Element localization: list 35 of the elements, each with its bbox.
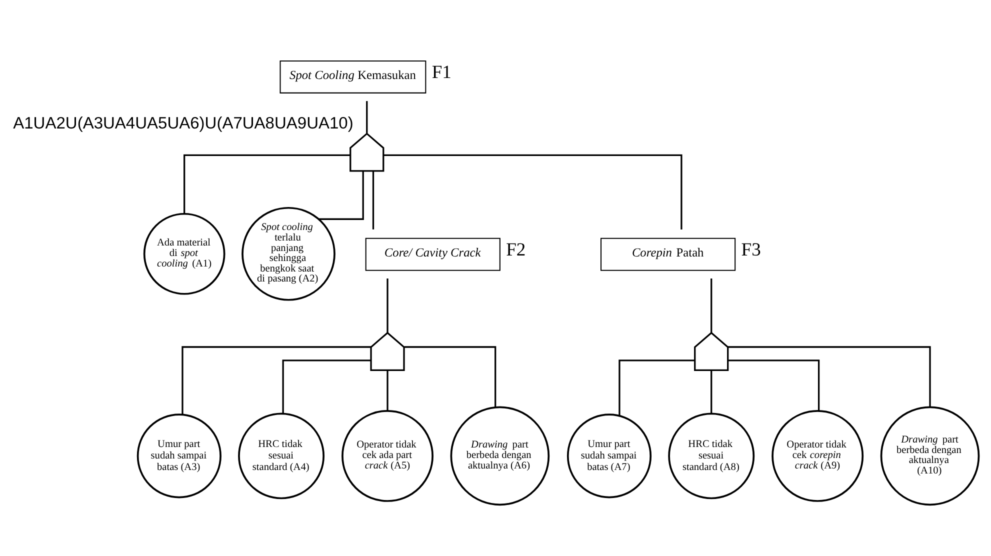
connector [710, 370, 712, 413]
connector [618, 359, 694, 415]
node-box: Corepin Patah [600, 237, 736, 270]
node-circle: Umur part sudah sampai batas (A3) [136, 413, 221, 498]
connector [727, 346, 930, 406]
node-label: F2 [506, 238, 526, 260]
node-circle: HRC tidak sesuai standard (A4) [238, 412, 324, 499]
node-label: F3 [740, 238, 760, 260]
node-circle: Operator tidak cek corepin crack (A9) [771, 409, 864, 502]
connector [386, 278, 388, 332]
connector [282, 359, 370, 413]
node-circle: HRC tidak sesuai standard (A8) [668, 412, 754, 499]
node-circle: Spot cooling terlalu panjang sehingga bengkok saat di pasang (A2) [241, 206, 335, 300]
node-circle: Drawing part berbeda dengan aktualnya (A10) [880, 406, 980, 506]
node-gate [349, 132, 384, 172]
connector [181, 346, 371, 414]
node-box: Spot Cooling Kemasukan [279, 60, 426, 93]
connector [386, 370, 388, 410]
node-gate [370, 331, 404, 370]
connector [372, 170, 374, 229]
connector [366, 100, 368, 133]
connector [383, 154, 682, 229]
connector [404, 346, 496, 407]
node-box: Core/ Cavity Crack [364, 237, 500, 270]
node-label: A1UA2U(A3UA4UA5UA6)U(A7UA8UA9UA10) [12, 114, 353, 132]
connector [728, 359, 820, 410]
node-gate [694, 331, 728, 370]
connector [318, 170, 364, 220]
node-circle: Umur part sudah sampai batas (A7) [566, 413, 652, 498]
node-circle: Operator tidak cek ada part crack (A5) [341, 409, 433, 502]
node-label: F1 [431, 61, 451, 82]
node-circle: Drawing part berbeda dengan aktualnya (A6) [450, 406, 550, 506]
connector [710, 278, 712, 332]
connector [183, 154, 350, 214]
node-circle: Ada material di spot cooling (A1) [142, 212, 225, 294]
